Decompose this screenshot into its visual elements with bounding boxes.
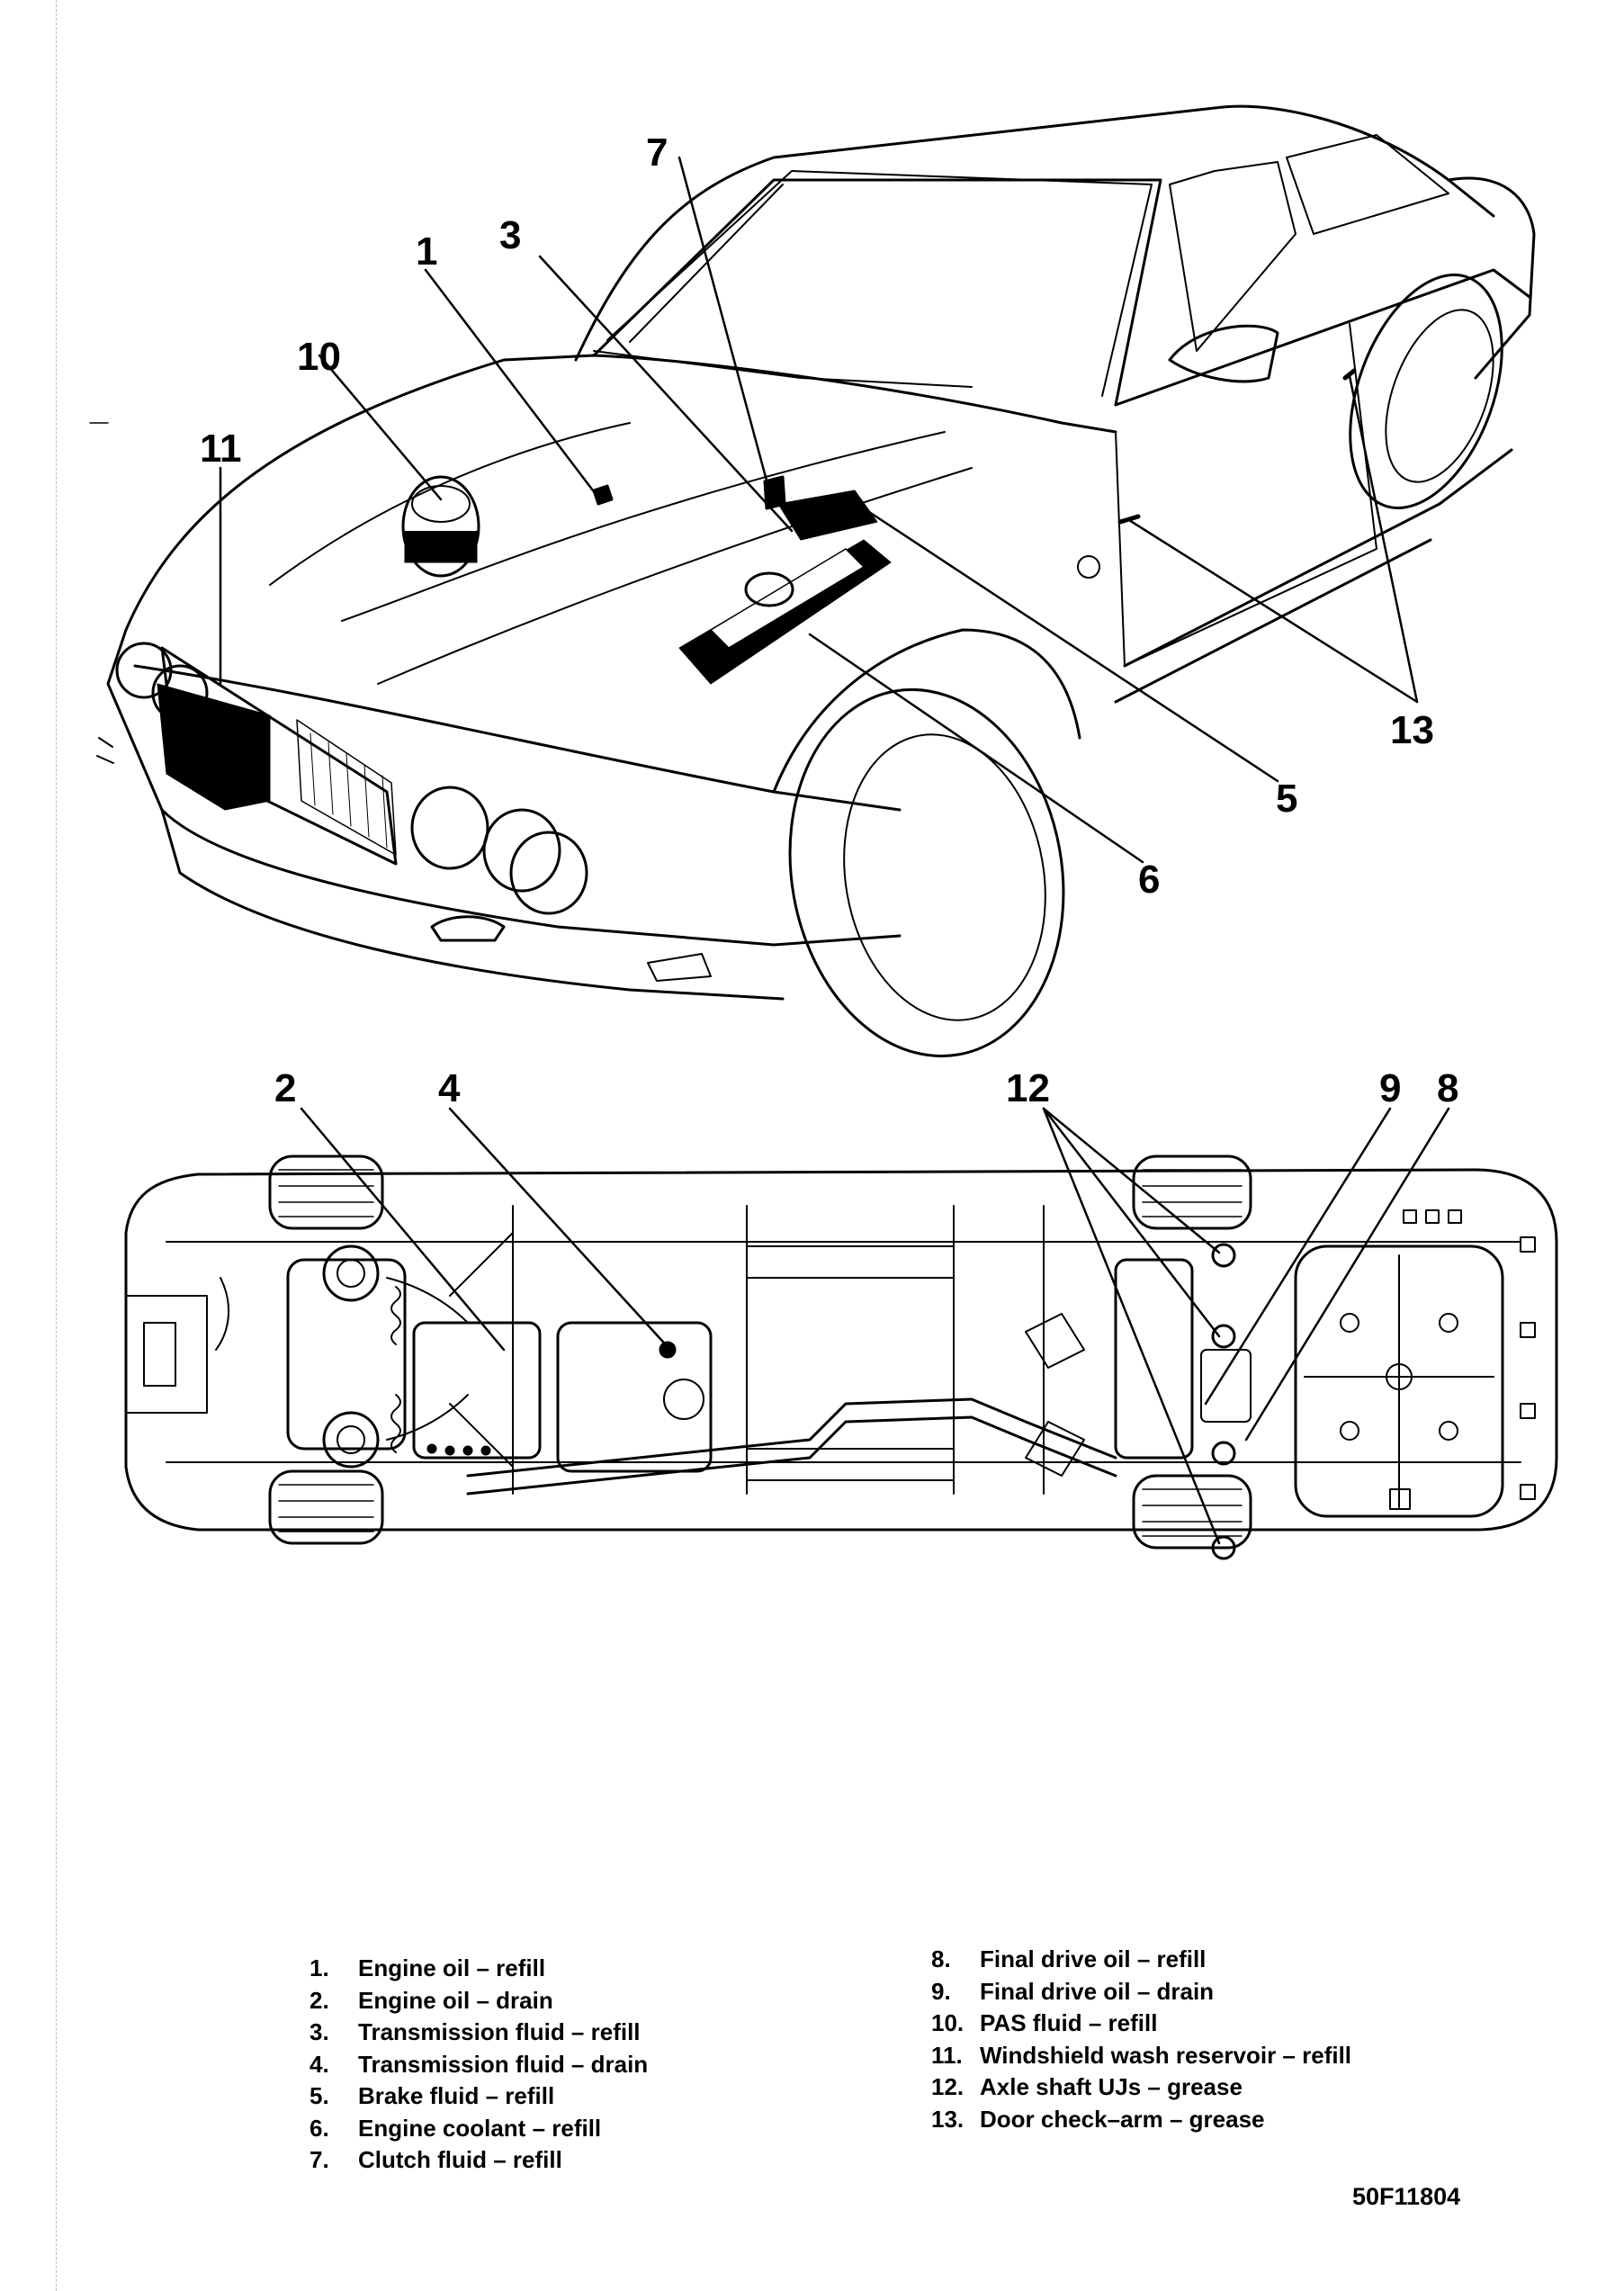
legend-item: 1.Engine oil – refill xyxy=(310,1954,546,1981)
legend-item: 6.Engine coolant – refill xyxy=(310,2114,602,2142)
legend-item: 3.Transmission fluid – refill xyxy=(310,2018,641,2045)
legend-right: 8.Final drive oil – refill 9.Final drive… xyxy=(931,1944,1351,2135)
callout-5: 5 xyxy=(1276,777,1298,821)
callout-8: 8 xyxy=(1437,1066,1459,1110)
legend-item: 10.PAS fluid – refill xyxy=(931,2009,1158,2036)
callout-12: 12 xyxy=(1006,1066,1050,1110)
legend-item: 5.Brake fluid – refill xyxy=(310,2082,555,2109)
legend-item: 12.Axle shaft UJs – grease xyxy=(931,2073,1243,2100)
callout-11: 11 xyxy=(200,427,242,471)
callout-2: 2 xyxy=(274,1066,297,1110)
legend-item: 11.Windshield wash reservoir – refill xyxy=(931,2041,1352,2069)
callout-9: 9 xyxy=(1379,1066,1402,1110)
legend-left: 1.Engine oil – refill 2.Engine oil – dra… xyxy=(310,1953,648,2177)
car-underbody-view xyxy=(124,1154,1558,1560)
callout-leaders-top xyxy=(219,156,1419,864)
car-perspective-view xyxy=(89,104,1536,1058)
callout-3: 3 xyxy=(499,213,522,257)
callout-4: 4 xyxy=(438,1066,461,1110)
legend-item: 2.Engine oil – drain xyxy=(310,1986,553,2014)
legend-item: 9.Final drive oil – drain xyxy=(931,1977,1215,2005)
callout-7: 7 xyxy=(646,130,668,175)
legend-item: 13.Door check–arm – grease xyxy=(931,2105,1265,2133)
legend-item: 4.Transmission fluid – drain xyxy=(310,2050,649,2078)
callout-13: 13 xyxy=(1390,708,1434,752)
legend-item: 8.Final drive oil – refill xyxy=(931,1945,1207,1972)
callout-leaders-bottom xyxy=(300,1107,1450,1545)
callout-1: 1 xyxy=(416,229,438,274)
callout-10: 10 xyxy=(297,335,341,379)
margin-guide xyxy=(56,0,58,2291)
figure-code: 50F11804 xyxy=(1352,2183,1461,2210)
legend-item: 7.Clutch fluid – refill xyxy=(310,2146,562,2173)
callout-6: 6 xyxy=(1138,858,1161,902)
